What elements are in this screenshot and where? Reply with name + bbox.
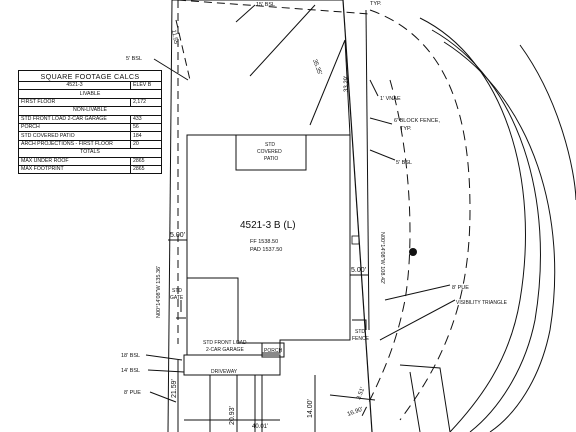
dim-33-29-label: 33.29' [344, 76, 350, 92]
dim-16-90-label: 16.90' [347, 407, 364, 418]
std-gate [176, 300, 186, 319]
lot-line-right [342, 0, 373, 432]
dim-5-00-right-label: 5.00' [351, 267, 366, 274]
leader-8pue [384, 284, 451, 301]
covered-patio [235, 134, 307, 171]
garage-label-2: 2-CAR GARAGE [206, 347, 244, 353]
pad-label: PAD 1537.50 [250, 247, 282, 253]
table-row-label: MAX FOOTPRINT [18, 164, 131, 175]
utility-marker [409, 248, 417, 256]
meter-box [351, 235, 360, 245]
dim-14-00-label: 14.00' [307, 399, 314, 418]
dim-35-35-label: 35.35' [311, 59, 322, 76]
leader-5bsl-right [369, 149, 396, 161]
dim-35-35 [249, 4, 346, 126]
square-footage-table: SQUARE FOOTAGE CALCS 4521-3 ELEV B LIVAB… [18, 70, 162, 175]
leader-vnae [369, 79, 379, 97]
patio-label-1: STD [265, 142, 275, 148]
std-fence-label-2: FENCE [352, 336, 370, 342]
table-row-value: 184 [130, 131, 162, 141]
std-fence [352, 319, 367, 330]
bsl-5-top-label: 5' BSL [126, 56, 142, 62]
bearing-left-label: N00°14'08"W 135.36' [156, 266, 162, 318]
vnae-label: 1' VNAE [380, 96, 401, 102]
non-livable-header: NON-LIVABLE [18, 106, 162, 116]
bsl-15-label: 15' BSL [256, 2, 275, 8]
table-row-label: MAX UNDER ROOF [18, 156, 131, 166]
table-row-value: 2865 [130, 156, 162, 166]
patio-label-3: PATIO [264, 156, 278, 162]
garage-label-1: STD FRONT LOAD [203, 340, 247, 346]
pue-8-right-label: 8' PUE [452, 285, 469, 291]
bsl-14-label: 14' BSL [121, 368, 140, 374]
road-edge-2 [431, 29, 541, 432]
table-row-label: STD FRONT LOAD 2-CAR GARAGE [18, 114, 131, 124]
table-row-value: 56 [130, 122, 162, 133]
livable-header: LIVABLE [18, 89, 162, 99]
dim-21-59-label: 21.59' [171, 379, 178, 398]
house-id-label: 4521-3 B (L) [240, 220, 296, 231]
patio-label-2: COVERED [257, 149, 282, 155]
dim-3-51-label: 3.51' [356, 387, 366, 401]
plan-number: 4521-3 [18, 80, 131, 91]
dim-40-01-label: 40.01' [252, 424, 268, 430]
table-row-label: STD COVERED PATIO [18, 131, 131, 141]
std-gate-label-1: STD [172, 288, 182, 294]
leader-14bsl [147, 369, 185, 373]
leader-8pue-left [149, 391, 177, 403]
road-edge-3 [443, 41, 556, 432]
typ-top-label: TYP. [370, 1, 382, 7]
block-fence-label-2: TYP. [400, 126, 412, 132]
bsl-5-right-label: 5' BSL [396, 160, 412, 166]
road-edge-1 [419, 17, 526, 432]
table-row-value: 433 [130, 114, 162, 124]
lot-line-left [167, 0, 173, 432]
pue-8-left-label: 8' PUE [124, 390, 141, 396]
table-title: SQUARE FOOTAGE CALCS [18, 70, 162, 82]
visibility-triangle-label: VISIBILITY TRIANGLE [456, 300, 508, 306]
dim-20-93-label: 20.93' [229, 406, 236, 425]
dim-11-55-label: 11.55' [170, 29, 179, 46]
table-row-label: PORCH [18, 122, 131, 133]
leader-18bsl [145, 354, 183, 361]
table-row-label: ARCH PROJECTIONS - FIRST FLOOR [18, 139, 131, 150]
ff-label: FF 1538.50 [250, 239, 278, 245]
porch-box [261, 342, 285, 358]
dim-5-00-left-label: 5.00' [170, 232, 185, 239]
bearing-right-label: N00°14'08"W 108.42' [379, 232, 385, 284]
std-gate-label-2: GATE [170, 295, 184, 301]
road-edge-4 [519, 44, 576, 201]
table-row-value: 20 [130, 139, 162, 150]
garage-lower [183, 354, 281, 376]
bsl-18-label: 18' BSL [121, 353, 140, 359]
sidewalk [399, 364, 451, 432]
table-row-value: 2,172 [130, 97, 162, 108]
driveway-lines [209, 375, 263, 432]
driveway-label: DRIVEWAY [211, 369, 238, 375]
dim-33-29 [344, 39, 351, 136]
lot-line-right-inner [365, 9, 370, 331]
table-row-label: FIRST FLOOR [18, 97, 131, 108]
totals-header: TOTALS [18, 148, 162, 158]
elevation: ELEV B [130, 80, 162, 91]
leader-visibility [379, 299, 456, 341]
road-curve-outer [369, 9, 471, 421]
building-setback-line [177, 0, 371, 344]
porch-label: PORCH [264, 348, 282, 354]
leader-block-fence [369, 117, 393, 125]
table-row-value: 2865 [130, 164, 162, 175]
std-fence-label-1: STD [355, 329, 365, 335]
diagonal-setback-line [175, 19, 191, 81]
leader-5bsl-top [153, 58, 189, 81]
block-fence-label-1: 6' BLOCK FENCE, [394, 118, 440, 124]
road-curve-mid [359, 79, 411, 421]
dim-16-90 [329, 394, 376, 401]
leader-15bsl [235, 4, 256, 23]
